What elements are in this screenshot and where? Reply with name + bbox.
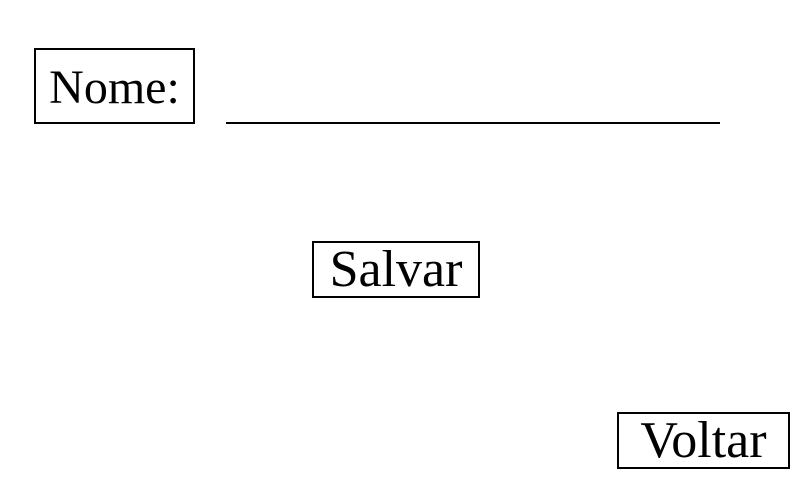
back-button[interactable]: Voltar xyxy=(617,412,790,469)
name-label: Nome: xyxy=(34,48,195,124)
name-input[interactable] xyxy=(226,70,720,124)
save-button[interactable]: Salvar xyxy=(312,241,480,298)
